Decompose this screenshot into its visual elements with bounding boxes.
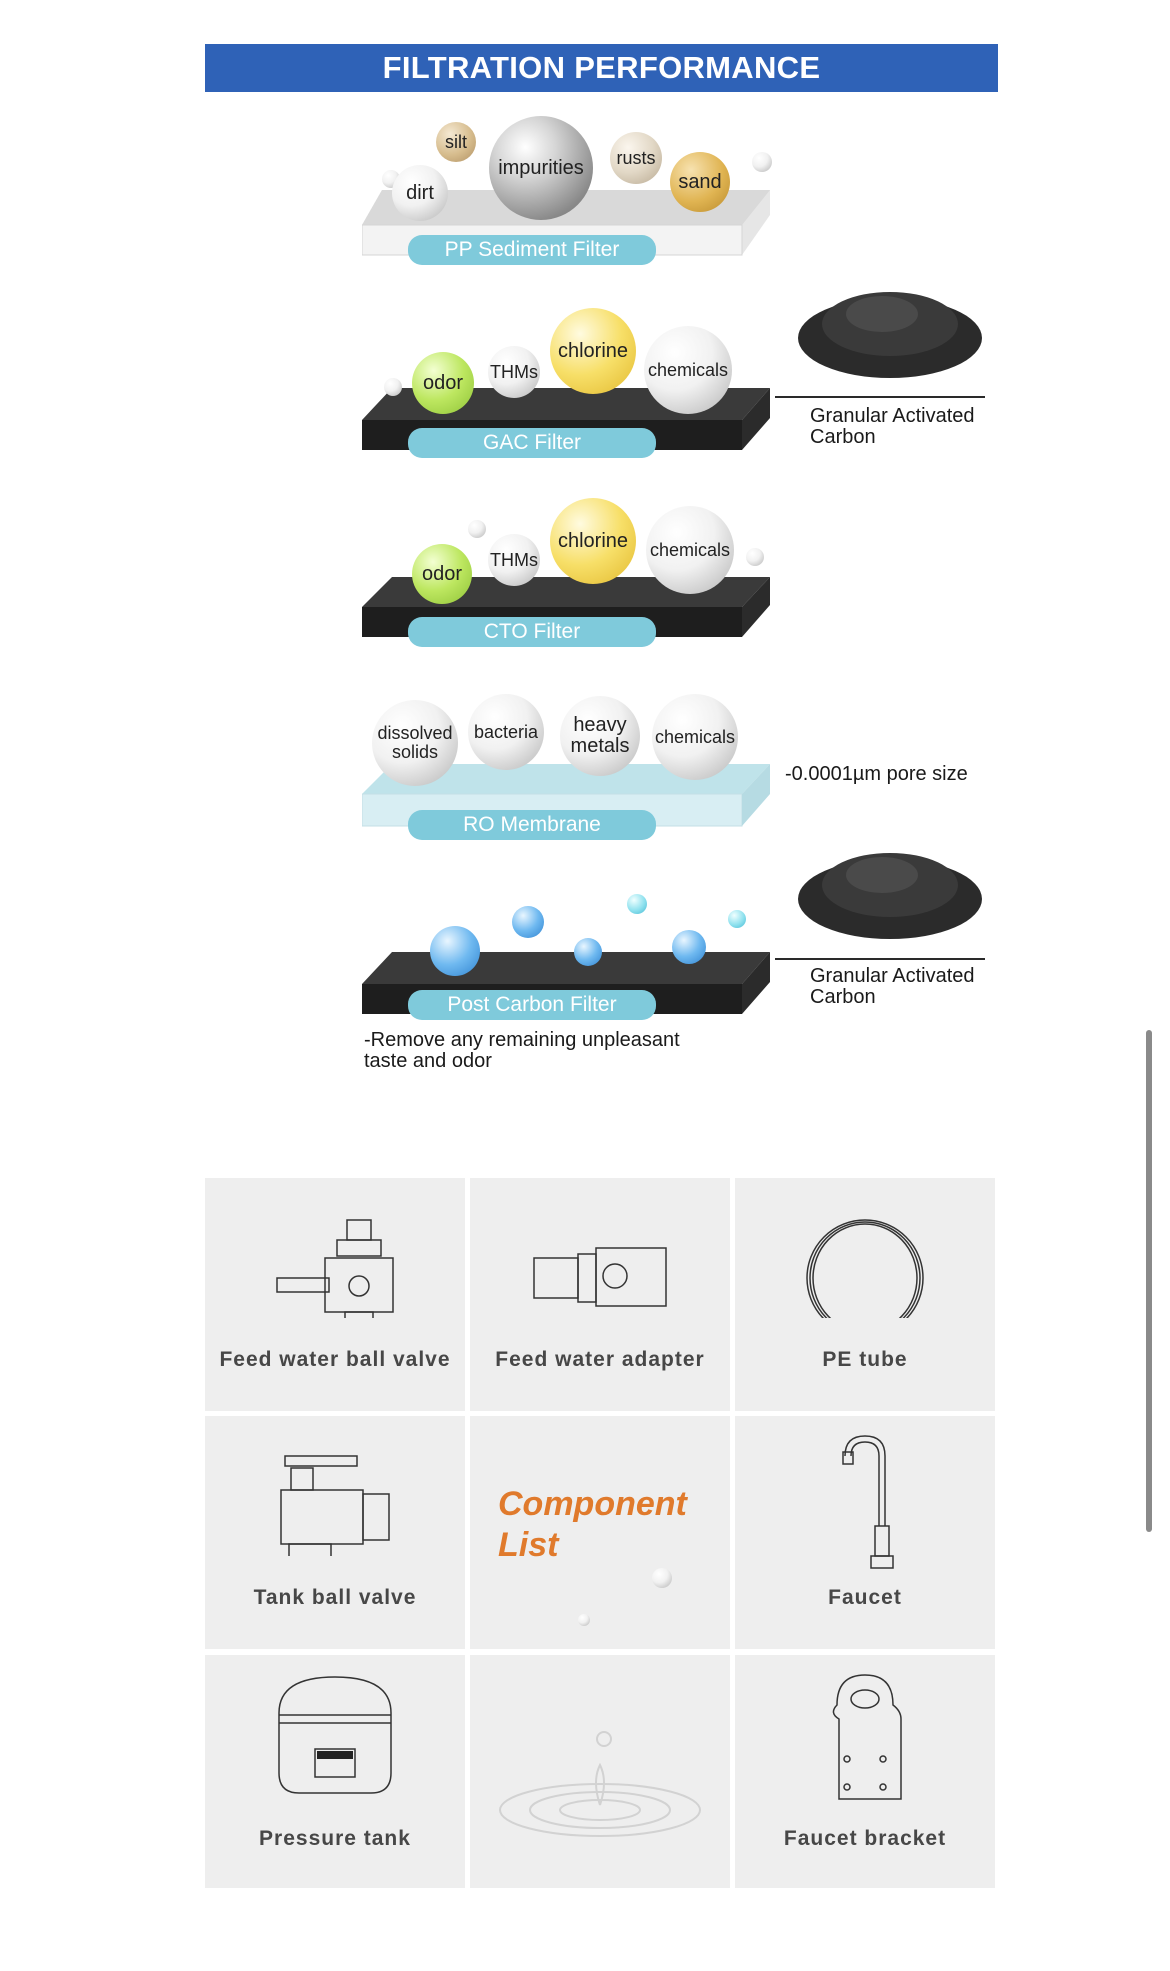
- pressure-tank-icon: [278, 1676, 392, 1794]
- particle-bubble: [384, 378, 402, 396]
- component-feed-water-ball-valve: Feed water ball valve: [205, 1178, 465, 1411]
- adapter-icon: [533, 1247, 667, 1307]
- particle-thms: THMs: [488, 346, 540, 398]
- water-droplet: [574, 938, 602, 966]
- particle-rusts: rusts: [610, 132, 662, 184]
- granular-carbon-icon: [798, 292, 982, 378]
- component-pe-tube: PE tube: [735, 1178, 995, 1411]
- water-ripple-icon: [499, 1731, 701, 1837]
- component-list-title: Component List: [498, 1485, 687, 1564]
- particle-silt: silt: [436, 122, 476, 162]
- decor-bubble: [652, 1568, 672, 1588]
- stage-gac: odor THMs chlorine chemicals GAC Filter: [362, 300, 802, 465]
- component-faucet-bracket: Faucet bracket: [735, 1655, 995, 1888]
- water-droplet: [672, 930, 706, 964]
- water-droplet: [627, 894, 647, 914]
- particle-chlorine: chlorine: [550, 498, 636, 584]
- component-tank-ball-valve: Tank ball valve: [205, 1416, 465, 1649]
- component-label: Tank ball valve: [253, 1586, 417, 1609]
- component-label: Faucet: [828, 1586, 902, 1609]
- particle-thms: THMs: [488, 534, 540, 586]
- water-droplet: [430, 926, 480, 976]
- component-label: Pressure tank: [259, 1827, 411, 1850]
- granular-carbon-icon: [798, 853, 982, 939]
- post-carbon-note: -Remove any remaining unpleasant taste a…: [364, 1029, 680, 1072]
- stage-cto: odor THMs chlorine chemicals CTO Filter: [362, 492, 782, 657]
- stage-label: Post Carbon Filter: [408, 990, 656, 1020]
- particle-dissolved-solids: dissolved solids: [372, 700, 458, 786]
- side-divider: [775, 396, 985, 398]
- faucet-bracket-icon: [832, 1674, 902, 1800]
- component-label: PE tube: [822, 1348, 908, 1371]
- stage-post-carbon: Post Carbon Filter -Remove any remaining…: [362, 890, 782, 1072]
- decor-bubble: [578, 1614, 590, 1626]
- particle-chemicals: chemicals: [646, 506, 734, 594]
- banner-title: FILTRATION PERFORMANCE: [382, 50, 821, 85]
- stage-label: RO Membrane: [408, 810, 656, 840]
- particle-chemicals: chemicals: [644, 326, 732, 414]
- filtration-banner: FILTRATION PERFORMANCE: [205, 44, 998, 92]
- particle-bubble: [468, 520, 486, 538]
- component-label: Faucet bracket: [783, 1827, 947, 1850]
- particle-dirt: dirt: [392, 165, 448, 221]
- stage-label: CTO Filter: [408, 617, 656, 647]
- water-droplet: [512, 906, 544, 938]
- vertical-scrollbar[interactable]: [1146, 1030, 1152, 1532]
- particle-chemicals: chemicals: [652, 694, 738, 780]
- ro-pore-size: -0.0001µm pore size: [785, 763, 968, 785]
- particle-chlorine: chlorine: [550, 308, 636, 394]
- component-faucet: Faucet: [735, 1416, 995, 1649]
- component-label: Feed water adapter: [495, 1348, 705, 1371]
- side-divider: [775, 958, 985, 960]
- particle-bubble: [746, 548, 764, 566]
- particle-bacteria: bacteria: [468, 694, 544, 770]
- tank-valve-icon: [280, 1455, 390, 1556]
- tube-coil-icon: [806, 1219, 924, 1318]
- post-carbon-side-label: Granular Activated Carbon: [810, 965, 975, 1008]
- stage-pp-sediment: silt dirt impurities rusts sand PP Sedim…: [362, 110, 782, 270]
- ball-valve-icon: [276, 1219, 394, 1318]
- decorative-water-tile: [470, 1655, 730, 1888]
- particle-heavy-metals: heavy metals: [560, 696, 640, 776]
- stage-ro-membrane: dissolved solids bacteria heavy metals c…: [362, 690, 782, 855]
- water-droplet: [728, 910, 746, 928]
- component-feed-water-adapter: Feed water adapter: [470, 1178, 730, 1411]
- particle-odor: odor: [412, 352, 474, 414]
- component-label: Feed water ball valve: [219, 1348, 451, 1371]
- component-pressure-tank: Pressure tank: [205, 1655, 465, 1888]
- gac-side-label: Granular Activated Carbon: [810, 405, 975, 448]
- particle-sand: sand: [670, 152, 730, 212]
- particle-bubble: [752, 152, 772, 172]
- component-list-title-tile: Component List: [470, 1416, 730, 1649]
- stage-label: PP Sediment Filter: [408, 235, 656, 265]
- stage-label: GAC Filter: [408, 428, 656, 458]
- faucet-icon: [842, 1435, 894, 1569]
- particle-impurities: impurities: [489, 116, 593, 220]
- particle-odor: odor: [412, 544, 472, 604]
